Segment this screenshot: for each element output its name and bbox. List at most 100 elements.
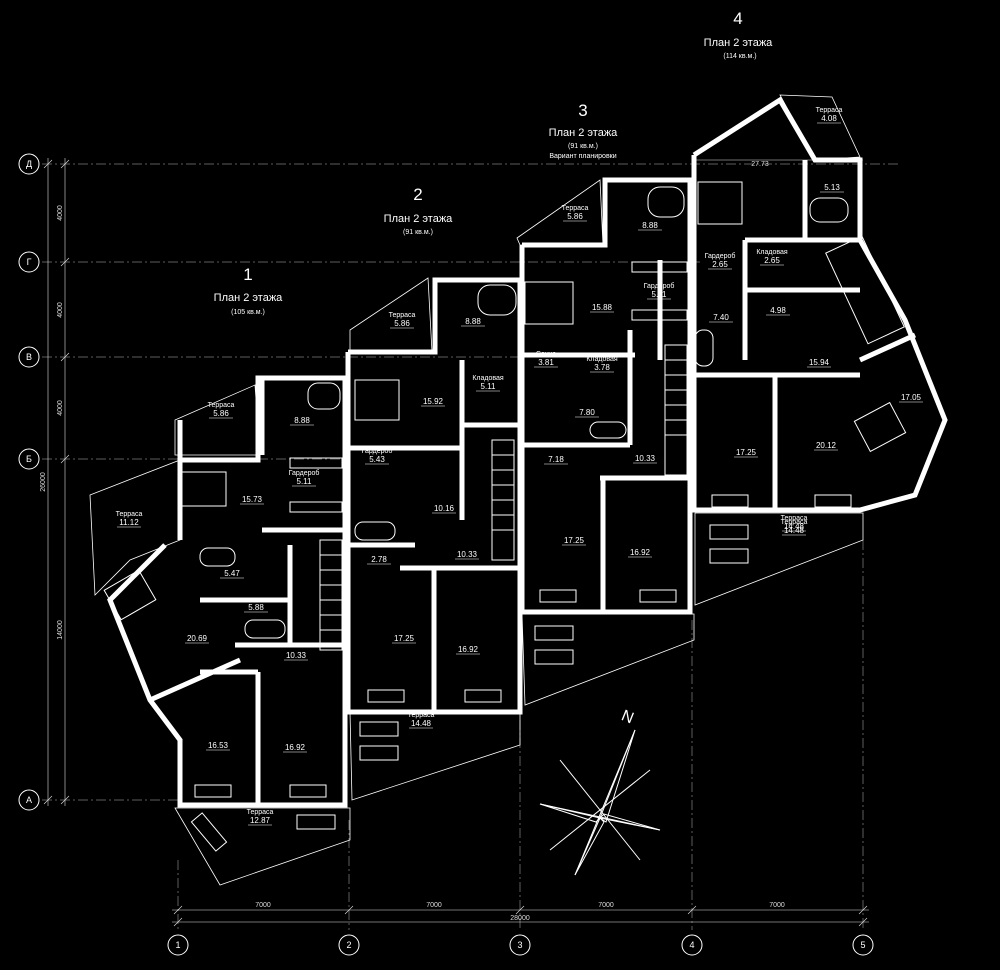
unit-title-1: 1 План 2 этажа (105 кв.м.) [214,265,284,316]
bottom-dimension-chain: 7000 7000 7000 7000 28000 [172,902,869,927]
room-area: 2.65 [764,256,780,265]
grid-row-bubbles: Д Г В Б А [18,153,40,811]
room-name: Кладовая [586,356,618,363]
room-name: Терраса [781,519,808,526]
room-labels: Терраса5.86Терраса11.128.8815.73Гардероб… [116,107,923,826]
room-name: Терраса [408,712,435,719]
grid-col-label: 1 [175,940,180,950]
room-label: 7.80 [575,408,599,418]
unit-title: План 2 этажа [214,292,284,304]
left-dimension-chain: 4000 4000 4000 14000 26000 [40,158,70,806]
room-label: 16.92 [628,548,652,558]
unit-title: План 2 этажа [549,127,619,139]
room-area: 17.25 [736,448,757,457]
dim-bottom: 7000 [255,902,271,909]
room-area: 4.98 [770,306,786,315]
room-area: 14.48 [784,526,805,535]
room-area: 5.86 [567,212,583,221]
dim-bottom: 7000 [769,902,785,909]
room-name: Терраса [247,809,274,816]
room-name: Терраса [562,205,589,212]
room-area: 5.11 [481,382,497,391]
fixtures [103,181,907,852]
room-label: 2.78 [367,555,391,565]
room-area: 14.48 [784,522,805,531]
terraces [89,94,864,886]
grid-row-label: А [26,795,32,805]
room-area: 10.16 [434,504,455,513]
room-area: 14.48 [411,719,432,728]
room-area: 15.94 [809,358,830,367]
room-name: Сауна [536,351,556,358]
room-area: 2.78 [371,555,387,564]
dim-bottom: 7000 [426,902,442,909]
north-compass: N [539,707,661,876]
unit-number: 4 [733,9,742,28]
room-label: 17.25 [734,448,758,458]
room-label: 7.40 [709,313,733,323]
room-label: 20.12 [814,441,838,451]
room-name: Терраса [781,515,808,522]
unit-title-3: 3 План 2 этажа (91 кв.м.) Вариант планир… [549,101,619,160]
room-area: 5.88 [248,603,264,612]
room-label: 15.94 [807,358,831,368]
room-area: 15.88 [592,303,613,312]
room-area: 7.18 [548,455,564,464]
room-name: Гардероб [644,282,675,290]
room-name: Терраса [208,402,235,409]
room-area: 17.25 [564,536,585,545]
room-name: Терраса [116,511,143,518]
grid-lines-vertical [177,540,864,930]
room-name: Гардероб [289,469,320,477]
room-label: 5.47 [220,569,244,579]
room-label: 10.33 [633,454,657,464]
compass-label: N [619,707,636,727]
grid-row-label: Б [26,454,32,464]
room-label: 15.92 [421,397,445,407]
room-area: 5.86 [213,409,229,418]
room-area: 3.78 [594,363,610,372]
room-area: 10.33 [286,651,307,660]
grid-row-label: Д [26,159,32,169]
grid-row-label: Г [27,257,32,267]
room-area: 12.87 [250,816,271,825]
grid-col-label: 5 [860,940,865,950]
room-area: 8.88 [294,416,310,425]
room-area: 17.05 [901,393,922,402]
room-area: 5.47 [224,569,240,578]
room-area: 4.08 [821,114,837,123]
room-label: 10.33 [455,550,479,560]
room-label: 17.05 [899,393,923,403]
unit-number: 2 [413,185,422,204]
room-area: 16.92 [285,743,306,752]
room-area: 16.53 [208,741,229,750]
room-area: 5.11 [652,290,668,299]
unit-title: План 2 этажа [384,213,454,225]
room-area: 15.92 [423,397,444,406]
dim-left: 26000 [40,472,47,492]
room-area: 3.81 [538,358,554,367]
room-area: 5.11 [297,477,313,486]
room-area: 5.13 [824,183,840,192]
room-area: 8.88 [465,317,481,326]
grid-lines-horizontal [42,163,900,801]
unit-title: План 2 этажа [704,37,774,49]
grid-col-bubbles: 1 2 3 4 5 [167,934,874,956]
room-area: 16.92 [630,548,651,557]
room-label: 16.92 [283,743,307,753]
unit-area: (91 кв.м.) [403,229,433,236]
room-area: 5.86 [394,319,410,328]
